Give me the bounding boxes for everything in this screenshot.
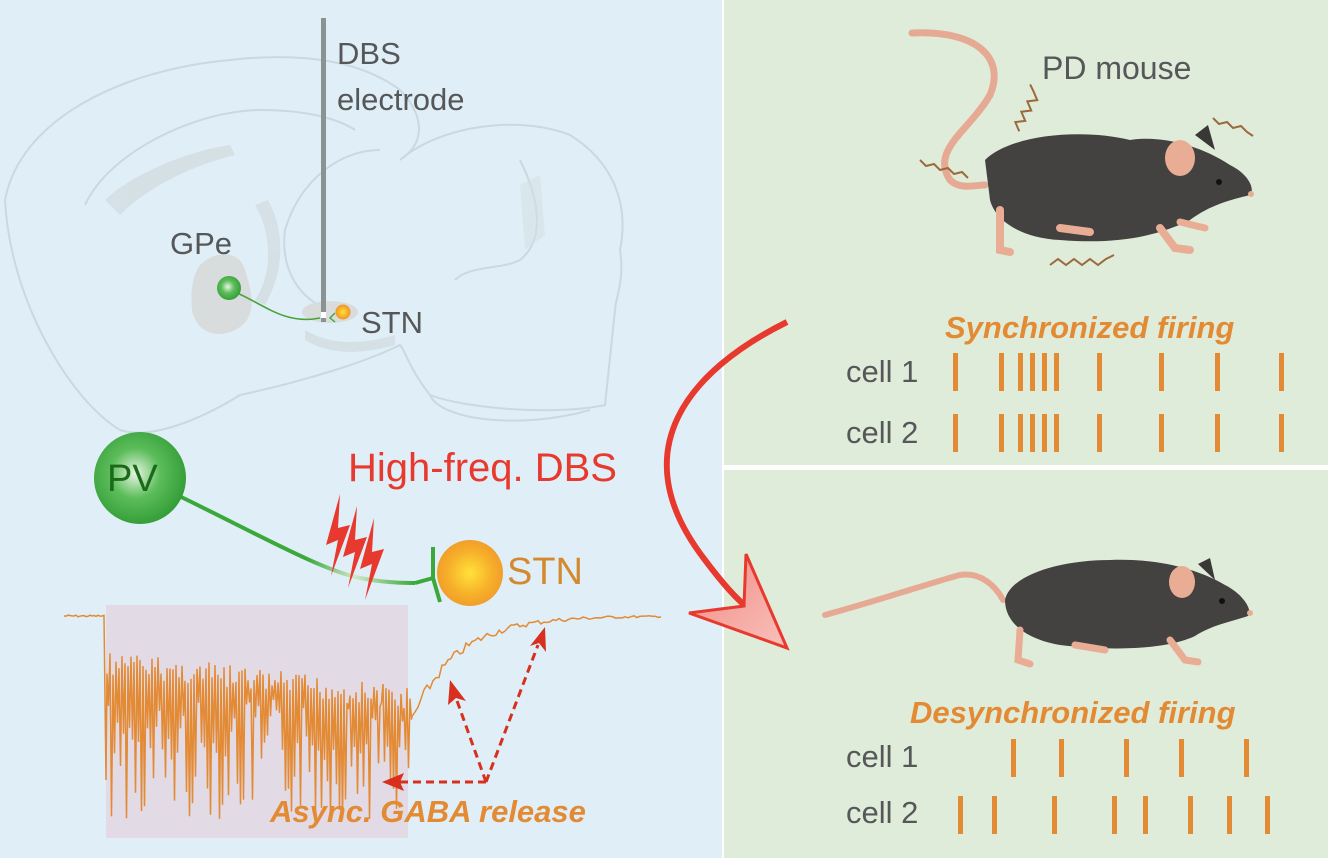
spike-tick <box>1041 414 1047 452</box>
spike-tick <box>953 353 958 391</box>
spike-tick <box>998 414 1004 452</box>
spike-tick <box>1041 353 1047 391</box>
spike-tick <box>991 796 997 834</box>
spike-tick <box>1097 414 1102 452</box>
electrode-label-line1: DBS <box>337 36 401 71</box>
spike-tick <box>1010 739 1016 777</box>
spike-tick <box>1214 353 1220 391</box>
stn-neuron <box>437 540 503 606</box>
spike-tick <box>1159 414 1165 452</box>
spike-tick <box>1265 796 1271 834</box>
spike-tick <box>1053 353 1059 391</box>
desync-cell1-raster <box>958 739 1298 779</box>
sync-cell1-raster <box>953 353 1293 393</box>
spike-tick <box>1029 353 1035 391</box>
spike-tick <box>958 796 963 834</box>
sync-raster-title: Synchronized firing <box>945 310 1235 345</box>
pv-synaptic-terminal <box>414 547 442 603</box>
arrowhead-icon <box>382 627 546 791</box>
stn-label-small: STN <box>361 305 423 340</box>
stimulus-label: High-freq. DBS <box>348 446 617 490</box>
brain-outline <box>3 56 624 434</box>
spike-tick <box>1051 796 1057 834</box>
spike-tick <box>1243 739 1249 777</box>
spike-tick <box>1214 414 1220 452</box>
electrode-contact <box>321 312 326 318</box>
spike-tick <box>1159 353 1165 391</box>
spike-tick <box>1097 353 1102 391</box>
sync-cell2-raster <box>953 414 1293 454</box>
async-gaba-label: Async. GABA release <box>270 794 586 829</box>
pd-mouse-label: PD mouse <box>1042 50 1192 86</box>
desync-cell2-raster <box>958 796 1298 836</box>
treated-mouse-illustration <box>822 558 1253 668</box>
stn-neuron-small <box>335 304 351 320</box>
pv-neuron <box>94 432 186 524</box>
spike-tick <box>1142 796 1148 834</box>
spike-tick <box>1279 353 1285 391</box>
stn-label: STN <box>507 551 583 593</box>
spike-tick <box>1017 353 1023 391</box>
spike-tick <box>1279 414 1285 452</box>
async-arrows <box>400 644 540 784</box>
electrode-label-line2: electrode <box>337 82 465 117</box>
desync-raster-title: Desynchronized firing <box>910 695 1236 730</box>
spike-tick <box>1178 739 1184 777</box>
transition-arrowhead-icon <box>688 553 790 651</box>
sync-cell2-label: cell 2 <box>846 415 919 450</box>
pv-axon <box>174 492 416 585</box>
gpe-projection <box>234 291 321 321</box>
pd-mouse-illustration <box>908 29 1254 256</box>
spike-tick <box>1053 414 1059 452</box>
small-synapse-icon <box>328 312 336 323</box>
desync-cell1-label: cell 1 <box>846 739 919 774</box>
spike-tick <box>1226 796 1232 834</box>
sync-cell1-label: cell 1 <box>846 354 919 389</box>
tremor-lines <box>919 84 1254 267</box>
spike-tick <box>1123 739 1129 777</box>
spike-tick <box>998 353 1004 391</box>
transition-arrow <box>663 319 789 611</box>
gpe-neuron <box>217 276 241 300</box>
spike-tick <box>953 414 958 452</box>
spike-tick <box>1017 414 1023 452</box>
ipsc-trace <box>63 614 662 819</box>
spike-tick <box>1029 414 1035 452</box>
lightning-icon <box>326 494 384 600</box>
desync-cell2-label: cell 2 <box>846 795 919 830</box>
ventricles <box>105 145 545 352</box>
pv-label: PV <box>107 458 158 500</box>
dbs-electrode <box>321 18 326 322</box>
gpe-label: GPe <box>170 226 233 261</box>
spike-tick <box>1058 739 1064 777</box>
spike-tick <box>1188 796 1194 834</box>
spike-tick <box>1111 796 1117 834</box>
